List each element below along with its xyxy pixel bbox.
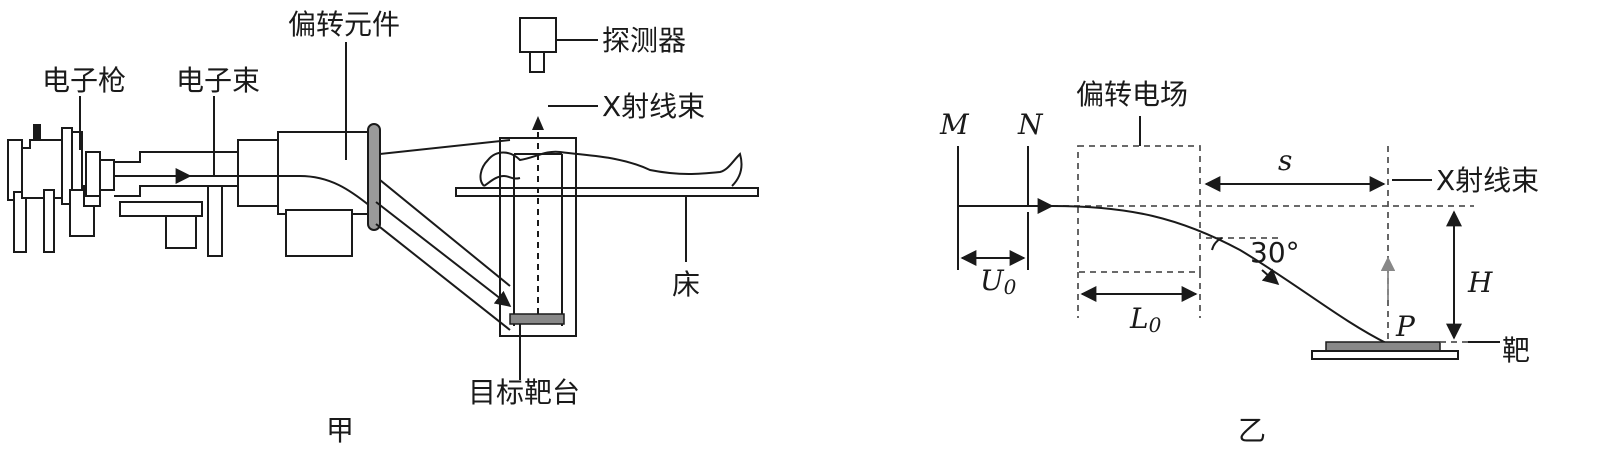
label-electron-gun: 电子枪	[42, 64, 126, 97]
label-n: N	[1017, 108, 1044, 141]
housing-line-top	[379, 139, 511, 155]
deflection-field-box	[1077, 145, 1201, 273]
caption-yi: 乙	[1238, 414, 1266, 447]
electron-gun-assembly	[7, 124, 239, 253]
label-bed: 床	[672, 268, 700, 301]
label-xray-beam-yi: X射线束	[1436, 164, 1539, 197]
deflected-trajectory	[1051, 205, 1389, 345]
label-electron-beam: 电子束	[176, 64, 260, 97]
label-xray-beam-jia: X射线束	[602, 90, 705, 123]
xray-arrowhead	[532, 116, 544, 130]
label-s: s	[1278, 144, 1292, 177]
label-h: H	[1467, 266, 1493, 299]
detector	[519, 17, 598, 73]
caption-jia: 甲	[326, 414, 354, 447]
label-deflection-field: 偏转电场	[1076, 78, 1188, 111]
lower-frame	[119, 185, 223, 257]
label-angle: 30°	[1250, 236, 1300, 269]
target-plate	[1325, 341, 1441, 352]
target-base	[1311, 350, 1459, 360]
figure-yi: M N 偏转电场 s X射线束 U0 L0 30° H P 靶 乙	[939, 78, 1539, 447]
label-target: 靶	[1502, 334, 1530, 367]
label-target-stage: 目标靶台	[468, 376, 580, 409]
label-u0: U0	[980, 264, 1017, 299]
label-p: P	[1395, 310, 1416, 343]
bed	[455, 150, 759, 262]
label-deflector: 偏转元件	[288, 8, 400, 41]
deflector-plate	[367, 123, 381, 231]
angle-arc	[1211, 237, 1223, 251]
label-l0: L0	[1129, 302, 1162, 337]
deflector-housing	[237, 123, 381, 257]
target-stage-plate	[509, 313, 565, 325]
label-m: M	[939, 108, 970, 141]
housing-line-lower	[379, 179, 511, 287]
housing-line-bottom	[375, 223, 511, 331]
figure-jia: 电子枪 电子束 偏转元件 探测器 X射线束 床 目标靶台 甲	[7, 8, 759, 447]
trajectory-arrow	[1261, 268, 1280, 286]
label-detector: 探测器	[602, 24, 686, 57]
beam-to-target	[375, 201, 512, 307]
